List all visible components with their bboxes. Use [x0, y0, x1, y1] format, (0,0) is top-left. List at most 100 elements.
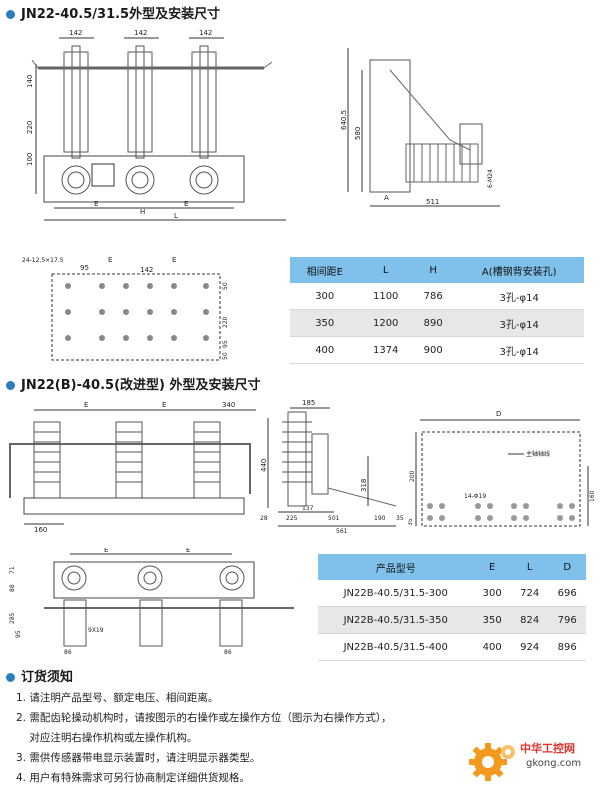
note-item: 4. 用户有特殊需求可另行协商制定详细供货规格。	[16, 772, 250, 784]
dim-label: 190	[374, 515, 386, 522]
watermark-url: gkong.com	[526, 758, 582, 769]
cell: 824	[510, 606, 549, 634]
dim-label: E	[186, 548, 190, 554]
note-item: 对应注明右操作机构或左操作机构。	[16, 732, 198, 744]
ordering-notes: 1. 请注明产品型号、额定电压、相间距离。 2. 需配齿轮操动机构时，请按图示的…	[16, 688, 392, 788]
dim-label: 285	[9, 612, 16, 624]
col-header: E	[473, 554, 511, 580]
dim-label: 35	[408, 518, 414, 526]
dim-label: 440	[260, 459, 268, 472]
cell: 400	[473, 633, 511, 661]
dim-label: 86	[224, 649, 232, 656]
dim-label: 580	[354, 127, 362, 140]
watermark-logo: 中华工控网 gkong.com	[468, 732, 604, 788]
dim-label: 137	[302, 505, 314, 512]
cell: 924	[510, 633, 549, 661]
dim-label: 主轴轴线	[526, 450, 550, 458]
dim-label: 160	[589, 490, 596, 502]
col-header: D	[548, 554, 586, 580]
dim-label: 142	[199, 29, 212, 37]
dim-label: 86	[64, 649, 72, 656]
dim-label: 95	[80, 264, 89, 272]
col-header: H	[411, 257, 455, 283]
cell: 900	[411, 336, 455, 364]
dim-label: 95	[222, 340, 229, 348]
dim-label: 561	[336, 528, 348, 535]
cell: 1100	[359, 283, 412, 310]
dim-label: E	[104, 548, 108, 554]
dim-label: E	[172, 256, 176, 264]
dim-label: 71	[9, 566, 16, 574]
bullet-icon	[6, 10, 15, 19]
cell: 696	[548, 580, 586, 607]
note-item: 3. 需供传感器带电显示装置时，请注明显示器类型。	[16, 752, 261, 764]
cell: 1200	[359, 309, 412, 337]
cell: JN22B-40.5/31.5-350	[318, 606, 474, 634]
dim-label: 160	[34, 526, 47, 534]
gear-icon	[469, 743, 515, 781]
dim-label: 28	[260, 515, 268, 522]
improved-side-drawing: 185 440 318 137 225 501 561 190 35 28	[260, 399, 404, 535]
dim-label: E	[94, 200, 98, 208]
bullet-icon	[6, 673, 15, 682]
dim-label: 95	[15, 630, 22, 638]
table-row: 350 1200 890 3孔-φ14	[290, 309, 584, 337]
cell: 724	[510, 580, 549, 607]
dim-label: 35	[396, 515, 404, 522]
dim-label: E	[184, 200, 188, 208]
dim-label: H	[140, 208, 145, 216]
col-header: 产品型号	[318, 554, 474, 580]
front-elevation-drawing: 142 142 142 140 220 100 E E H L	[26, 29, 286, 221]
dim-label: 88	[9, 584, 16, 592]
dimension-table-1: 相间距E L H A(槽钢背安装孔) 300 1100 786 3孔-φ14 3…	[290, 257, 584, 364]
dim-label: 142	[69, 29, 82, 37]
table-row: JN22B-40.5/31.5-300 300 724 696	[318, 580, 586, 607]
dimension-table-2: 产品型号 E L D JN22B-40.5/31.5-300 300 724 6…	[318, 554, 586, 661]
dim-label: A	[384, 194, 389, 202]
dim-label: 501	[328, 515, 340, 522]
dim-label: E	[162, 401, 166, 409]
dim-label: 50	[222, 352, 229, 360]
mounting-holes-drawing: 24-12.5×17.5 95 E 142 E 50 220 95 50	[22, 256, 229, 361]
dim-label: 6-M24	[487, 169, 494, 188]
table-row: JN22B-40.5/31.5-350 350 824 796	[318, 606, 586, 634]
section-title-2: JN22(B)-40.5(改进型) 外型及安装尺寸	[6, 374, 260, 393]
dim-label: E	[84, 401, 88, 409]
cell: 350	[290, 309, 360, 337]
dim-label: 640.5	[340, 110, 348, 130]
dim-label: 511	[426, 198, 439, 206]
dim-label: 340	[222, 401, 235, 409]
col-header: 相间距E	[290, 257, 360, 283]
dim-label: 14-Φ19	[464, 493, 486, 500]
cell: 3孔-φ14	[454, 336, 584, 364]
dim-label: 318	[360, 479, 368, 492]
dim-label: 185	[302, 399, 315, 407]
col-header: A(槽钢背安装孔)	[454, 257, 584, 283]
cell: 350	[473, 606, 511, 634]
dim-label: 200	[409, 470, 416, 482]
cell: 796	[548, 606, 586, 634]
table-row: JN22B-40.5/31.5-400 400 924 896	[318, 633, 586, 661]
cell: 890	[411, 309, 455, 337]
improved-plan-drawing: E E 71 88 285 9X19 95 86 86	[9, 548, 294, 656]
col-header: L	[510, 554, 549, 580]
dim-label: 225	[286, 515, 298, 522]
watermark-title: 中华工控网	[520, 742, 575, 755]
cell: 300	[290, 283, 360, 310]
dim-label: 220	[26, 121, 34, 134]
cell: 786	[411, 283, 455, 310]
note-item: 1. 请注明产品型号、额定电压、相间距离。	[16, 692, 219, 704]
dim-label: 140	[26, 75, 34, 88]
cell: 300	[473, 580, 511, 607]
table-header-row: 产品型号 E L D	[318, 554, 586, 580]
dim-label: L	[174, 212, 178, 220]
cell: JN22B-40.5/31.5-300	[318, 580, 474, 607]
dim-label: 100	[26, 153, 34, 166]
dim-label: 142	[134, 29, 147, 37]
dim-label: D	[496, 410, 501, 418]
table-row: 400 1374 900 3孔-φ14	[290, 336, 584, 364]
dim-label: E	[108, 256, 112, 264]
cell: JN22B-40.5/31.5-400	[318, 633, 474, 661]
dim-label: 142	[140, 266, 153, 274]
dim-label: 24-12.5×17.5	[22, 257, 64, 264]
